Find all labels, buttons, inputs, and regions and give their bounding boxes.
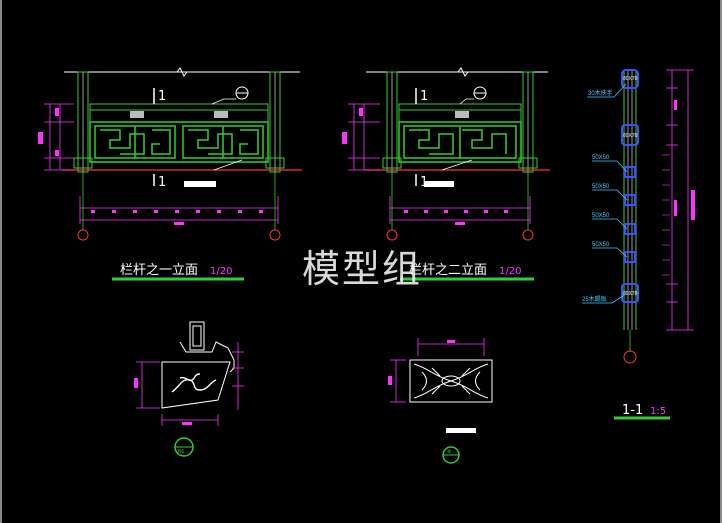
detail-bubble-left-label: B6: [178, 449, 184, 455]
box-label-2: 80X70: [623, 133, 638, 139]
label-handrail: 30木扶手: [588, 89, 613, 97]
railing-elevation-1: 1 1: [38, 67, 302, 281]
ornament-detail: ⑧: [388, 338, 493, 464]
box-label-1: 80X70: [623, 76, 638, 82]
label-baluster-4: 50X50: [592, 242, 610, 248]
elev2-title: 栏杆之二立面: [409, 263, 487, 278]
label-baluster-3: 50X50: [592, 213, 610, 219]
label-kickboard: 25木踢板: [582, 295, 607, 303]
box-label-3: 80X70: [623, 291, 638, 297]
railing-elevation-2: 1 1: [342, 67, 550, 281]
elev2-scale: 1/20: [499, 266, 521, 277]
detail-bubble-center-label: ⑧: [447, 449, 452, 455]
label-baluster-2: 50X50: [592, 184, 610, 190]
elev1-scale: 1/20: [210, 266, 232, 277]
watermark-text: 模型组: [302, 247, 423, 291]
post-detail: B6: [134, 321, 244, 457]
section-title: 1-1: [622, 403, 643, 418]
elev1-title: 栏杆之一立面: [120, 263, 198, 278]
section-mark-2-top: 1: [420, 89, 428, 104]
section-scale: 1:5: [650, 406, 666, 417]
label-baluster-1: 50X50: [592, 155, 610, 161]
section-1-1: 80X70 80X70 80X70 30木扶手 50X50 50X50 50X5…: [582, 69, 695, 420]
section-mark-1-top: 1: [158, 89, 166, 104]
section-mark-1-bottom: 1: [158, 175, 166, 190]
